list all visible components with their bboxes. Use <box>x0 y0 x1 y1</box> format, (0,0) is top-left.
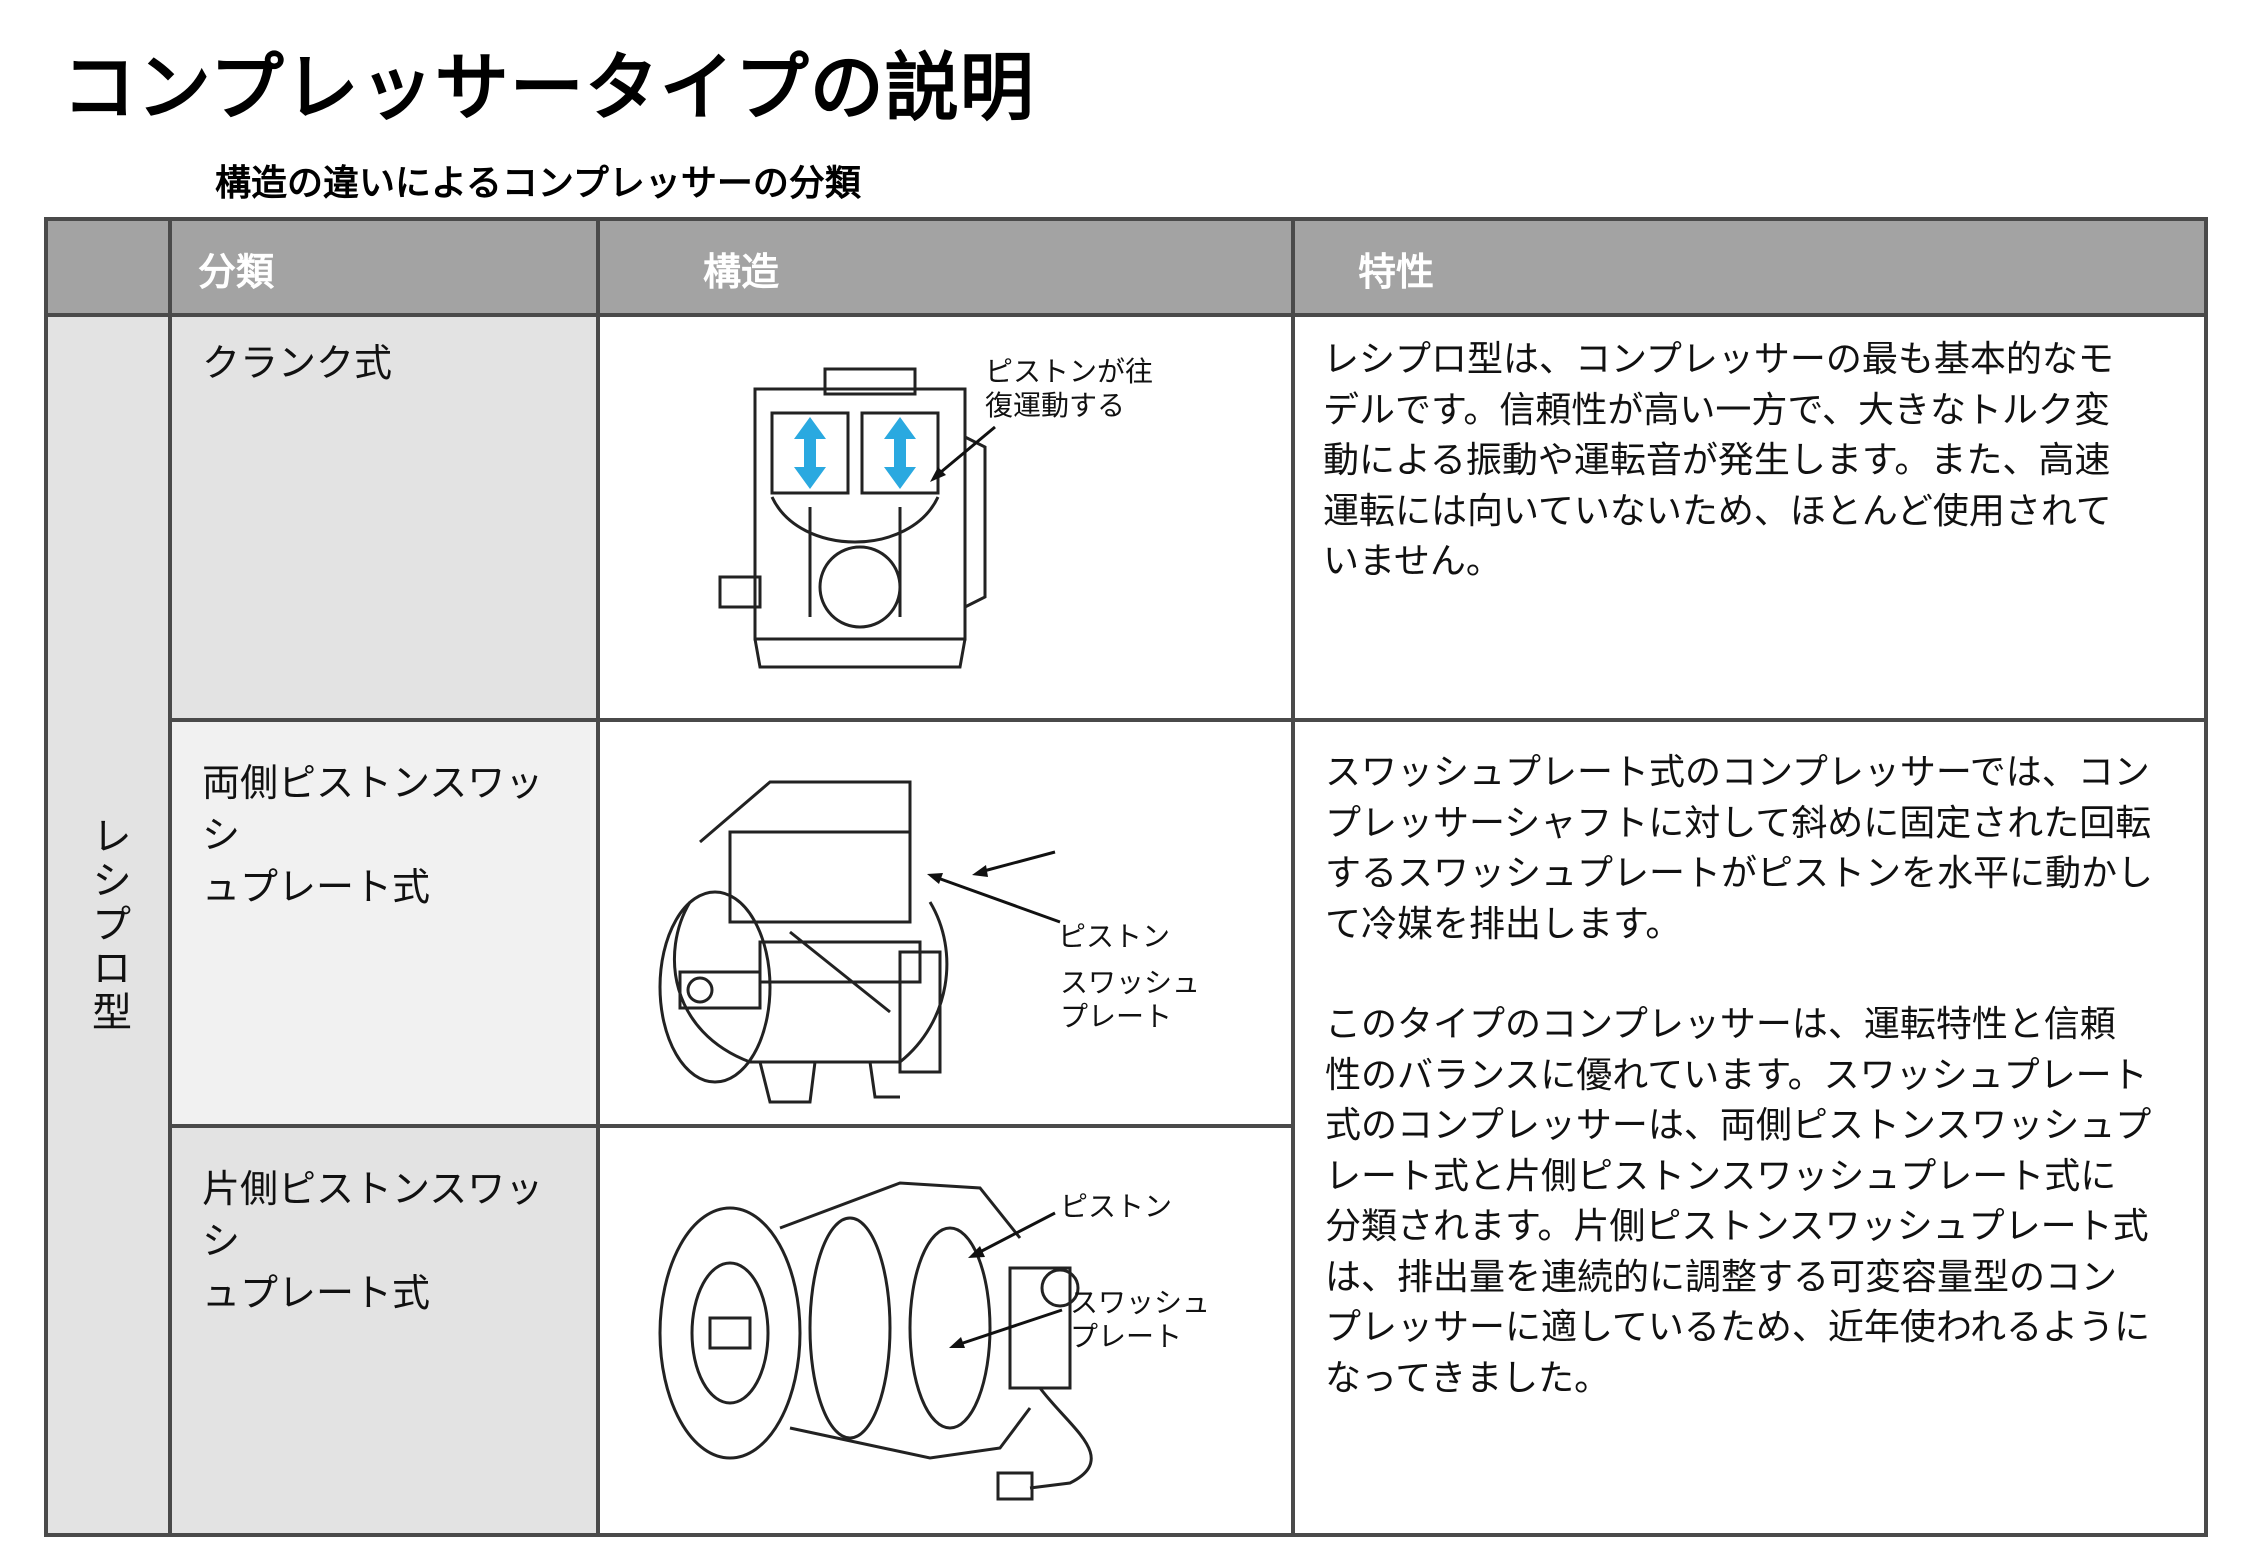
compressor-table: 分類 構造 特性 レシプロ型 クランク式 両側ピストンスワッシ ュプレート式 片… <box>44 217 2208 1537</box>
header-classification: 分類 <box>198 250 275 294</box>
row-single-swash-structure: ピストン スワッシュ プレート <box>600 1128 1291 1533</box>
group-cell: レシプロ型 <box>48 317 168 1533</box>
callout-piston-reciprocates: ピストンが往 復運動する <box>985 355 1154 422</box>
single-swash-compressor-illustration <box>658 1181 1093 1501</box>
row-single-swash-name: 片側ピストンスワッシ ュプレート式 <box>172 1128 596 1533</box>
row-double-swash-name: 両側ピストンスワッシ ュプレート式 <box>172 722 596 1124</box>
divider <box>168 718 2204 722</box>
row-crank-description: レシプロ型は、コンプレッサーの最も基本的なモ デルです。信頼性が高い一方で、大き… <box>1323 339 2114 582</box>
group-label: レシプロ型 <box>85 815 131 1035</box>
divider <box>596 221 600 1533</box>
page-subtitle: 構造の違いによるコンプレッサーの分類 <box>215 163 861 204</box>
header-structure: 構造 <box>703 250 780 294</box>
row-double-swash-structure: ピストン スワッシュ プレート <box>600 722 1291 1124</box>
table-header-row: 分類 構造 特性 <box>48 221 2204 313</box>
divider <box>168 1124 1295 1128</box>
divider <box>48 313 2204 317</box>
row-crank-structure: ピストンが往 復運動する <box>600 317 1291 718</box>
row-crank-name: クランク式 <box>172 317 596 718</box>
callout-swashplate-single: スワッシュ プレート <box>1070 1286 1211 1353</box>
crank-compressor-illustration <box>718 367 996 669</box>
callout-swashplate-double: スワッシュ プレート <box>1060 966 1201 1033</box>
divider <box>1291 221 1295 1533</box>
callout-piston-single: ピストン <box>1060 1190 1173 1223</box>
swash-description: スワッシュプレート式のコンプレッサーでは、コン プレッサーシャフトに対して斜めに… <box>1325 752 2154 1399</box>
header-characteristics: 特性 <box>1358 250 1435 294</box>
double-swash-compressor-illustration <box>658 780 1061 1104</box>
callout-piston-double: ピストン <box>1058 920 1171 953</box>
divider <box>168 221 172 1533</box>
page-title: コンプレッサータイプの説明 <box>62 45 1035 131</box>
